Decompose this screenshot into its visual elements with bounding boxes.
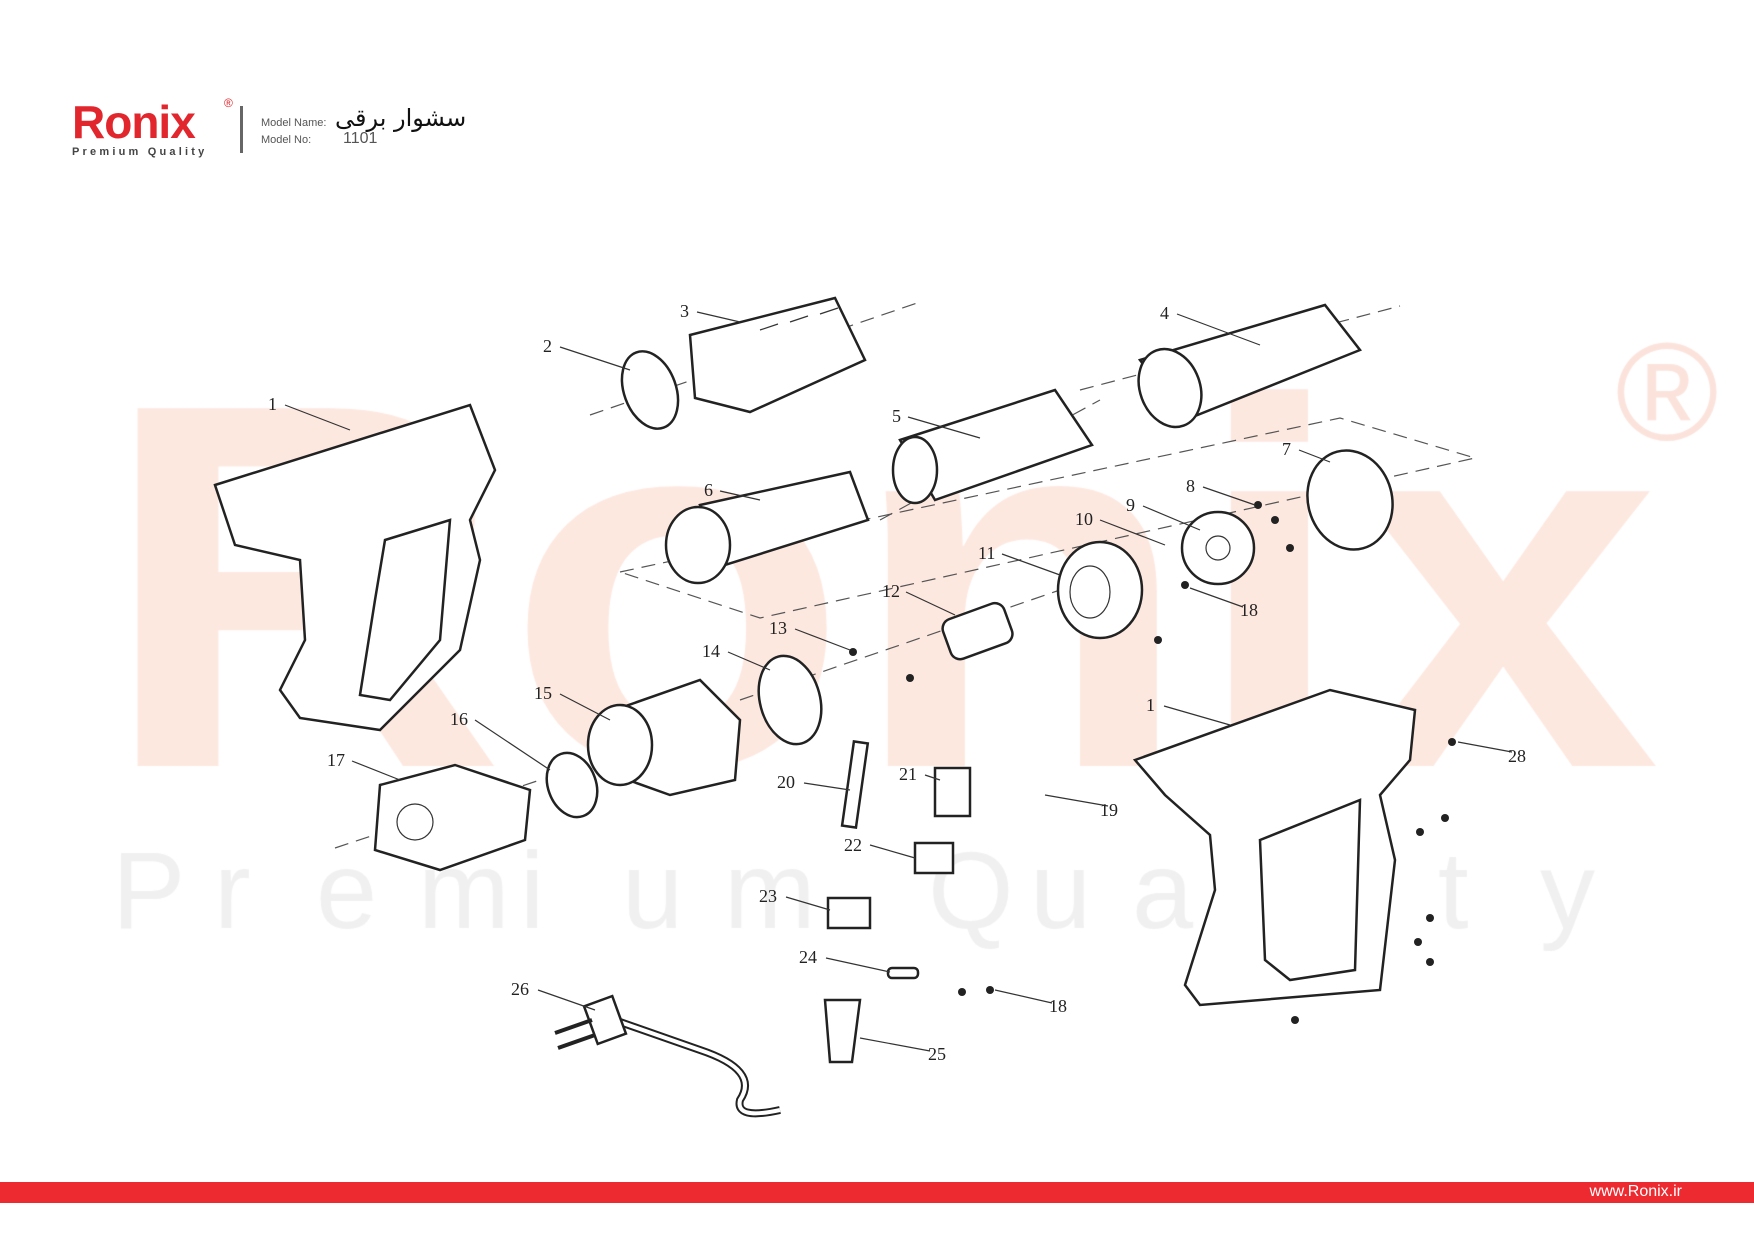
part-housing-left — [213, 403, 497, 732]
label-10: 10 — [1075, 509, 1093, 529]
footer-bar: www.Ronix.ir — [0, 1182, 1754, 1203]
label-24: 24 — [799, 947, 817, 967]
logo-tagline: Premium Quality — [72, 146, 208, 158]
part-fan-cover-7 — [1306, 449, 1394, 551]
leader-lines — [284, 311, 1513, 1052]
part-pcb-20 — [840, 740, 870, 829]
label-17: 17 — [327, 750, 345, 770]
part-nozzle-4 — [1137, 303, 1363, 429]
model-no-value: 1101 — [343, 130, 378, 147]
part-switch-plate-14 — [757, 654, 823, 746]
logo-wordmark: Ronix — [72, 96, 196, 148]
label-2: 2 — [543, 336, 552, 356]
label-26: 26 — [511, 979, 529, 999]
ronix-logo: Ronix ® Premium Quality — [72, 96, 233, 158]
label-14: 14 — [702, 641, 720, 661]
part-heating-element-6 — [664, 470, 870, 585]
part-shroud-3 — [688, 296, 867, 414]
label-22: 22 — [844, 835, 862, 855]
part-terminal-23 — [826, 896, 872, 930]
part-motor-12 — [941, 601, 1014, 661]
label-19: 19 — [1100, 800, 1118, 820]
label-18: 18 — [1240, 600, 1258, 620]
part-fan-9 — [1180, 510, 1256, 586]
label-21: 21 — [899, 764, 917, 784]
label-20: 20 — [777, 772, 795, 792]
screws — [849, 501, 1456, 1024]
part-motor-holder-11 — [1056, 540, 1144, 640]
label-18-bottom: 18 — [1049, 996, 1067, 1016]
label-28: 28 — [1508, 746, 1526, 766]
footer-url[interactable]: www.Ronix.ir — [1589, 1183, 1682, 1200]
label-5: 5 — [892, 406, 901, 426]
part-switch-21 — [933, 766, 972, 818]
label-8: 8 — [1186, 476, 1195, 496]
label-12: 12 — [882, 581, 900, 601]
model-name-label: Model Name: — [261, 117, 327, 129]
part-clamp-24 — [886, 966, 920, 980]
part-ring-16 — [545, 751, 599, 819]
label-6: 6 — [704, 480, 713, 500]
label-23: 23 — [759, 886, 777, 906]
part-mica-tube-5 — [891, 388, 1094, 505]
part-end-cap-17 — [373, 763, 532, 872]
label-4: 4 — [1160, 303, 1169, 323]
part-power-cord-26 — [554, 994, 781, 1118]
part-rear-housing-15 — [586, 678, 742, 797]
label-16: 16 — [450, 709, 468, 729]
label-7: 7 — [1282, 439, 1291, 459]
label-1: 1 — [268, 394, 277, 414]
label-1-right: 1 — [1146, 695, 1155, 715]
model-no-label: Model No: — [261, 134, 312, 146]
part-ring-2 — [620, 350, 680, 430]
part-housing-right — [1132, 688, 1417, 1007]
part-labels: 1 2 3 4 5 6 7 8 9 10 11 12 13 14 15 16 1… — [268, 301, 1526, 1064]
label-13: 13 — [769, 618, 787, 638]
label-25: 25 — [928, 1044, 946, 1064]
label-3: 3 — [680, 301, 689, 321]
label-9: 9 — [1126, 495, 1135, 515]
header-divider — [240, 106, 243, 153]
model-name-value: سشوار برقی — [335, 104, 467, 132]
part-cord-guard-25 — [823, 998, 862, 1064]
label-11: 11 — [978, 543, 995, 563]
registered-mark: ® — [224, 96, 233, 110]
label-15: 15 — [534, 683, 552, 703]
model-info: Model Name: سشوار برقی Model No: 1101 — [261, 104, 466, 156]
part-switch-22 — [913, 841, 955, 875]
